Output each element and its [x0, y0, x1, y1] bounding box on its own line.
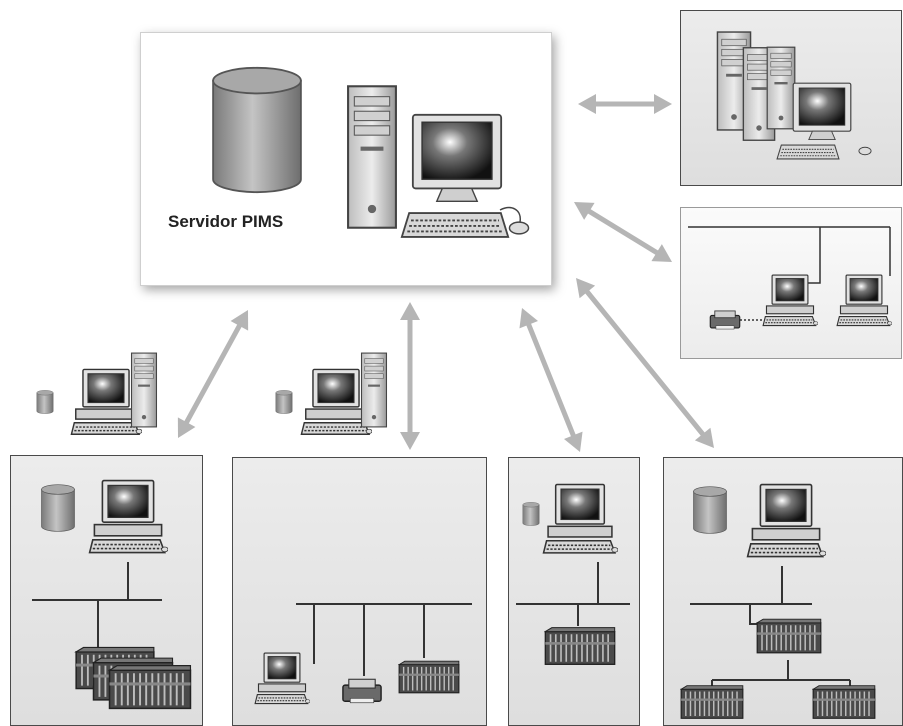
arrow-shaft — [182, 321, 244, 427]
network-bus — [32, 562, 162, 648]
arrow-plant-system-2 — [400, 302, 420, 450]
workstation-icon — [746, 483, 826, 558]
arrow-head — [654, 94, 672, 114]
arrow-server-cluster — [578, 94, 672, 114]
workstation-icon — [88, 479, 168, 554]
tower-icon — [360, 352, 388, 428]
workstation-icon — [836, 274, 892, 327]
plc-rack-icon — [680, 684, 744, 720]
printer-icon — [709, 310, 741, 330]
plant-system-1 — [32, 479, 192, 710]
plc-rack-icon — [756, 618, 822, 654]
arrow-head — [651, 244, 672, 262]
workstation-icon — [542, 483, 618, 554]
plant-system-4 — [680, 483, 876, 720]
arrow-office-network — [574, 202, 672, 262]
arrow-head — [694, 427, 714, 448]
printer-icon — [342, 678, 382, 704]
arrow-head — [230, 310, 249, 331]
connection-arrows — [177, 94, 714, 452]
network-bus — [690, 566, 851, 692]
plc-rack-icon — [544, 626, 616, 666]
tower-icon — [347, 85, 397, 229]
arrow-client-workstation-1 — [177, 310, 249, 438]
mouse-icon — [858, 146, 872, 156]
mouse-icon — [508, 221, 530, 235]
plc-rack-icon — [812, 684, 876, 720]
arrow-head — [576, 278, 596, 299]
database-icon — [41, 484, 75, 532]
arrow-shaft — [582, 287, 708, 439]
database-icon — [275, 390, 293, 414]
pims-server — [212, 66, 530, 238]
tower-icon — [766, 46, 796, 130]
network-bus — [296, 603, 472, 676]
database-icon — [522, 502, 540, 526]
monitor-icon — [411, 113, 503, 203]
arrow-head — [400, 302, 420, 320]
monitor-icon — [792, 82, 852, 141]
arrow-head — [177, 417, 196, 438]
network-bus — [516, 562, 630, 626]
keyboard-icon — [400, 212, 510, 238]
arrow-plant-system-3 — [519, 308, 583, 452]
server-cluster — [716, 31, 872, 160]
arrow-head — [578, 94, 596, 114]
tower-icon — [130, 352, 158, 428]
plc-rack-icon — [398, 660, 460, 694]
arrow-plant-system-4 — [576, 278, 714, 448]
arrow-head — [519, 308, 539, 329]
arrow-head — [563, 431, 583, 452]
plant-system-3 — [516, 483, 630, 666]
database-icon — [36, 390, 54, 414]
database-icon — [693, 486, 727, 534]
arrow-shaft — [584, 207, 662, 257]
plant-system-2 — [254, 603, 472, 705]
keyboard-icon — [776, 144, 840, 160]
arrow-head — [400, 432, 420, 450]
database-icon — [212, 66, 302, 194]
arrow-shaft — [524, 320, 578, 440]
server-label: Servidor PIMS — [168, 212, 284, 231]
arrow-head — [574, 202, 595, 220]
workstation-icon — [254, 652, 310, 705]
client-workstation-1 — [36, 352, 158, 435]
mouse-cable — [499, 206, 521, 223]
client-workstation-2 — [275, 352, 388, 435]
plc-rack-icon — [108, 664, 192, 710]
